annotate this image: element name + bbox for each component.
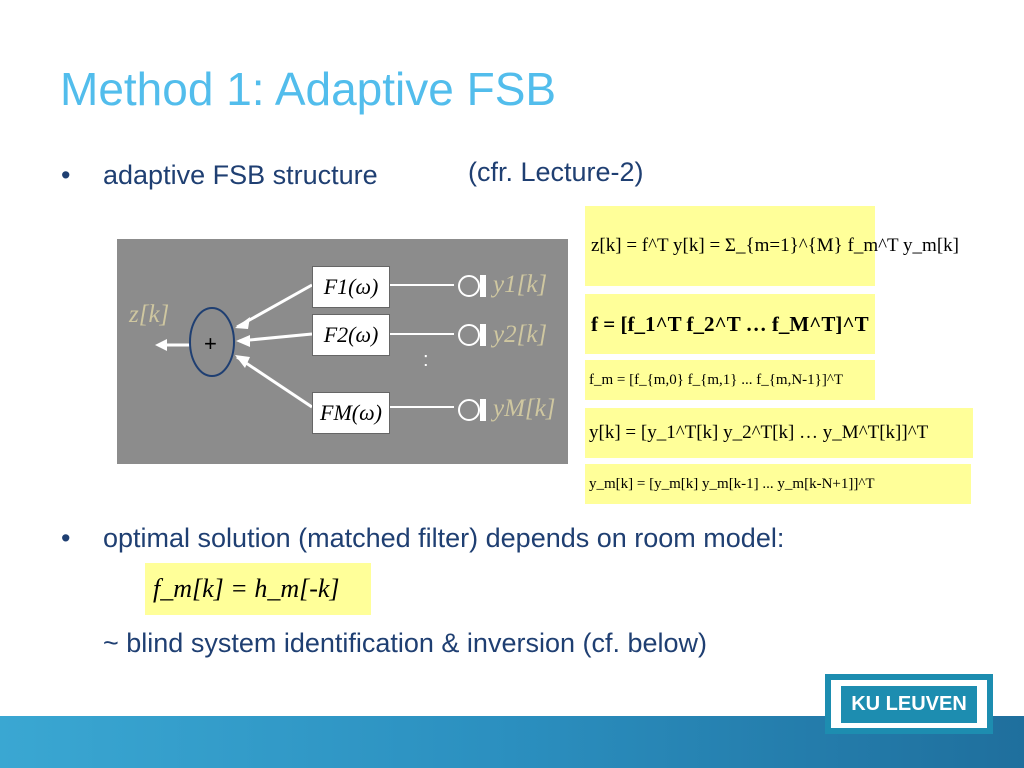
fsb-diagram: + z[k] F1(ω) F2(ω) FM(ω) y1[k] y2[k] yM[… <box>117 239 568 464</box>
bullet-reference: (cfr. Lecture-2) <box>468 157 644 187</box>
ellipsis-marker: : <box>423 349 429 371</box>
bullet-optimal-solution: • optimal solution (matched filter) depe… <box>61 523 785 554</box>
bullet-text: adaptive FSB structure <box>103 160 378 190</box>
sum-node-symbol: + <box>204 331 217 356</box>
bullet-text: optimal solution (matched filter) depend… <box>103 523 785 553</box>
filter-box-1: F1(ω) <box>312 266 390 308</box>
mic-signal-label-M: yM[k] <box>493 395 556 422</box>
bullet-marker: • <box>61 160 71 190</box>
mic-signal-label-2: y2[k] <box>493 321 548 348</box>
diagram-lines <box>155 283 454 409</box>
equation-filter-vector: f = [f_1^T f_2^T … f_M^T]^T <box>585 294 875 354</box>
equation-beamformer-output: z[k] = f^T y[k] = Σ_{m=1}^{M} f_m^T y_m[… <box>585 206 959 286</box>
slide-title: Method 1: Adaptive FSB <box>60 63 557 115</box>
filter-box-2: F2(ω) <box>312 314 390 356</box>
equation-filter-coefficients: f_m = [f_{m,0} f_{m,1} ... f_{m,N-1}]^T <box>585 360 875 400</box>
sub-bullet-blind-identification: ~ blind system identification & inversio… <box>103 628 708 658</box>
microphone-icon <box>458 399 486 421</box>
equation-matched-filter: f_m[k] = h_m[-k] <box>145 563 371 615</box>
mic-signal-label-1: y1[k] <box>493 271 548 298</box>
logo-text: KU LEUVEN <box>841 685 977 723</box>
equation-mic-vector: y[k] = [y_1^T[k] y_2^T[k] … y_M^T[k]]^T <box>585 408 973 458</box>
equation-mic-samples: y_m[k] = [y_m[k] y_m[k-1] ... y_m[k-N+1]… <box>585 464 971 504</box>
logo-frame: KU LEUVEN <box>831 680 987 728</box>
microphone-icon <box>458 275 486 297</box>
bullet-adaptive-fsb: • adaptive FSB structure <box>61 160 378 191</box>
output-label: z[k] <box>129 301 170 328</box>
bullet-marker: • <box>61 523 71 553</box>
ku-leuven-logo: KU LEUVEN <box>825 674 993 734</box>
microphone-icon <box>458 324 486 346</box>
filter-box-M: FM(ω) <box>312 392 390 434</box>
